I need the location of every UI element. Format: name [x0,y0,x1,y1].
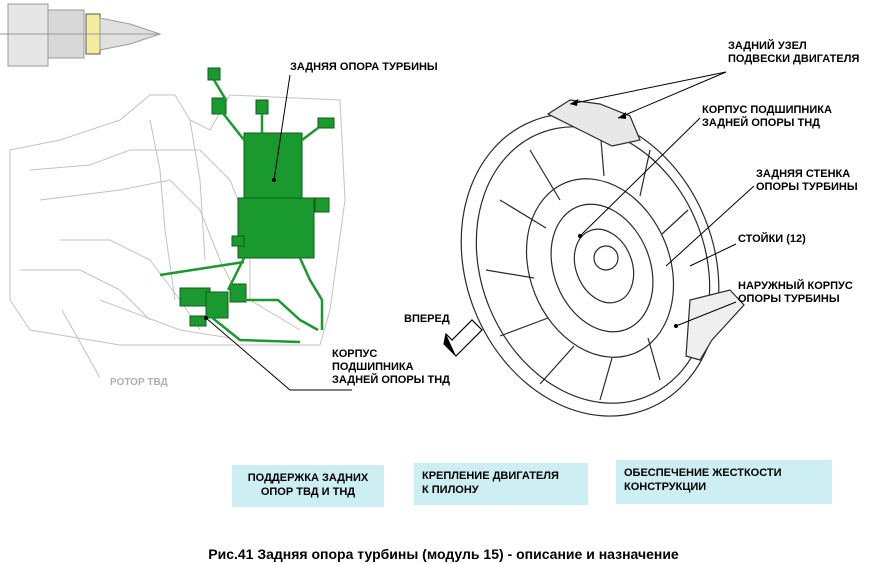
label-line: КОРПУС ПОДШИПНИКА [702,104,832,116]
label-lpt-housing-left: КОРПУС ПОДШИПНИКА ЗАДНЕЙ ОПОРЫ ТНД [332,348,450,387]
box-line: К ПИЛОНУ [422,484,479,496]
leader-lines-right [569,71,755,327]
marker-dot [272,178,276,182]
label-line: ПОДВЕСКИ ДВИГАТЕЛЯ [728,53,860,65]
label-line: ЗАДНИЙ УЗЕЛ [728,40,807,52]
label-line: ЗАДНЕЙ ОПОРЫ ТНД [702,117,821,129]
marker-dot [578,234,582,238]
turbine-frame-drawing [460,99,745,417]
label-rear-mount: ЗАДНИЙ УЗЕЛ ПОДВЕСКИ ДВИГАТЕЛЯ [728,40,859,66]
function-box-rigidity: ОБЕСПЕЧЕНИЕ ЖЕСТКОСТИ КОНСТРУКЦИИ [616,460,832,504]
marker-dot [204,316,208,320]
function-box-pylon-mount: КРЕПЛЕНИЕ ДВИГАТЕЛЯ К ПИЛОНУ [414,463,588,505]
label-line: КОРПУС [332,348,378,360]
engine-section-drawing [9,94,346,379]
leader-lines-left [205,74,352,391]
marker-dot [674,324,678,328]
function-box-support: ПОДДЕРЖКА ЗАДНИХ ОПОР ТВД И ТНД [232,465,384,507]
engine-thumbnail-icon [0,3,162,67]
label-line: ЗАДНЯЯ СТЕНКА [756,168,851,180]
label-rear-support: ЗАДНЯЯ ОПОРА ТУРБИНЫ [290,61,438,73]
box-line: КОНСТРУКЦИИ [624,481,707,493]
arrowhead [570,99,578,106]
label-line: ПОДШИПНИКА [332,361,414,373]
label-line: ОПОРЫ ТУРБИНЫ [738,293,840,305]
label-forward: ВПЕРЕД [404,313,450,325]
label-line: ЗАДНЕЙ ОПОРЫ ТНД [332,374,451,386]
label-outer-case: НАРУЖНЫЙ КОРПУС ОПОРЫ ТУРБИНЫ [738,280,853,306]
label-line: ОПОРЫ ТУРБИНЫ [756,181,858,193]
box-line: КРЕПЛЕНИЕ ДВИГАТЕЛЯ [422,470,559,482]
box-line: ОПОР ТВД И ТНД [260,486,356,498]
box-line: ПОДДЕРЖКА ЗАДНИХ [247,472,369,484]
label-struts: СТОЙКИ (12) [738,233,806,245]
label-line: НАРУЖНЫЙ КОРПУС [738,280,853,292]
rear-support-highlight [179,67,335,327]
figure-caption: Рис.41 Задняя опора турбины (модуль 15) … [208,546,679,562]
box-line: ОБЕСПЕЧЕНИЕ ЖЕСТКОСТИ [624,467,782,479]
rear-support-pipes [159,79,324,344]
label-lpt-housing-right: КОРПУС ПОДШИПНИКА ЗАДНЕЙ ОПОРЫ ТНД [702,104,832,130]
forward-arrow-icon [443,319,483,357]
label-rear-wall: ЗАДНЯЯ СТЕНКА ОПОРЫ ТУРБИНЫ [756,168,858,194]
arrowhead [618,112,626,119]
label-hpt-rotor: РОТОР ТВД [110,377,168,388]
